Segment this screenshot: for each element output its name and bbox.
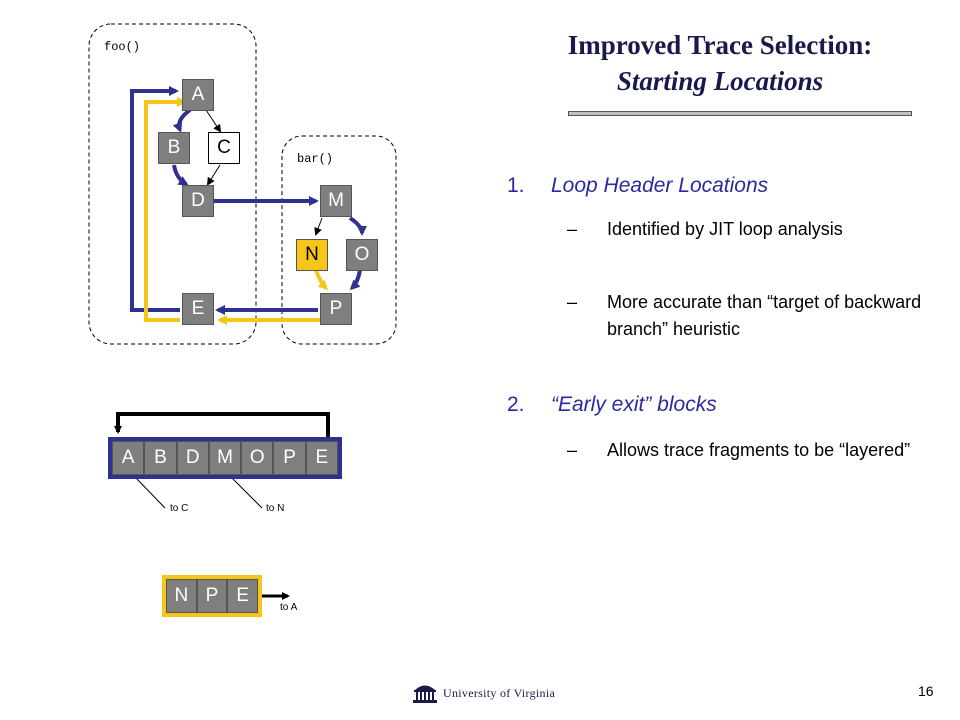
trace1-cell: A (112, 441, 145, 475)
trace1-strip: A B D M O P E (108, 437, 342, 479)
sub-item-1a: – Identified by JIT loop analysis (567, 216, 947, 272)
edge-e-a-yellow (144, 97, 187, 322)
foo-region (88, 23, 257, 345)
page-number: 16 (918, 683, 934, 699)
block-c: C (208, 132, 240, 164)
sub-item-2a: – Allows trace fragments to be “layered” (567, 437, 947, 493)
edge-o-p-blue (349, 269, 362, 291)
slide-title-line2: Starting Locations (616, 66, 824, 96)
trace1-cell: P (273, 441, 306, 475)
footer-university: University of Virginia (443, 686, 556, 700)
trace1-loop-bracket (114, 412, 330, 438)
title-underline (568, 111, 912, 116)
exit-edge-to-n (231, 477, 263, 509)
block-p: P (320, 293, 352, 325)
trace1-cell: D (176, 441, 209, 475)
exit-edge-to-c (135, 477, 166, 509)
bar-label: bar() (297, 152, 334, 166)
list-number-1: 1. (507, 174, 525, 197)
sub-item-text: Identified by JIT loop analysis (607, 219, 843, 239)
sub-item-text: Allows trace fragments to be “layered” (607, 440, 911, 460)
edge-b-d-blue (172, 164, 189, 186)
edge-n-p-yellow (314, 269, 329, 291)
sub-item-text: More accurate than “target of backward b… (607, 292, 922, 339)
trace1-cell: E (305, 441, 338, 475)
list-item-1: Loop Header Locations (551, 174, 769, 197)
trace2-cell: N (166, 579, 197, 613)
list-number-2: 2. (507, 393, 525, 416)
trace1-cell: B (144, 441, 177, 475)
exit-label-to-c: to C (170, 503, 189, 514)
cfg-diagram (88, 23, 397, 600)
block-o: O (346, 239, 378, 271)
block-a: A (182, 79, 214, 111)
trace2-cell: P (196, 579, 228, 613)
exit-label-to-n: to N (266, 503, 285, 514)
block-n: N (296, 239, 328, 271)
edge-e-a-blue (130, 86, 180, 312)
trace1-cell: O (241, 441, 274, 475)
dash: – (567, 292, 578, 312)
edge-c-d (206, 164, 221, 186)
block-d: D (182, 185, 214, 217)
bar-region (281, 135, 397, 345)
trace2-strip: N P E (162, 575, 262, 617)
edge-a-c (205, 109, 222, 133)
slide-title-line1: Improved Trace Selection: (567, 30, 873, 60)
edge-a-b-blue (172, 108, 192, 133)
rotunda-logo-icon (413, 685, 437, 703)
edge-m-o-blue (348, 216, 367, 236)
sub-item-1b: – More accurate than “target of backward… (567, 289, 947, 345)
list-item-2: “Early exit” blocks (551, 393, 717, 416)
trace2-cell: E (227, 579, 259, 613)
block-b: B (158, 132, 190, 164)
edge-m-n-thin (314, 217, 323, 236)
dash: – (567, 440, 578, 460)
block-e: E (182, 293, 214, 325)
foo-label: foo() (104, 40, 141, 54)
dash: – (567, 219, 578, 239)
trace1-cell: M (208, 441, 242, 475)
exit-label-to-a: to A (280, 602, 298, 613)
block-m: M (320, 185, 352, 217)
